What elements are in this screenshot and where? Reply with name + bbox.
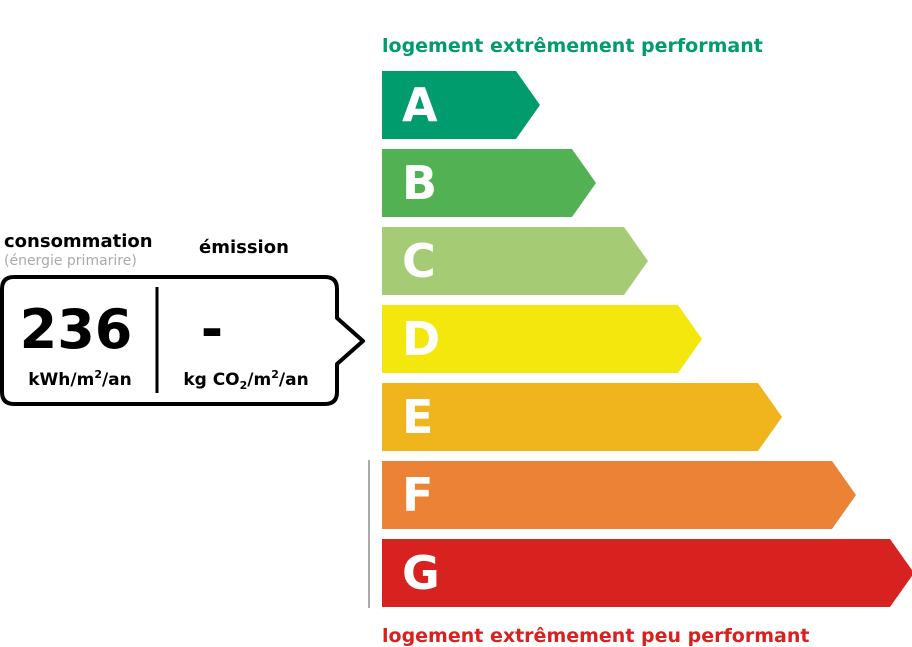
- class-letter-e: E: [402, 390, 433, 444]
- class-bar-c: [382, 227, 648, 295]
- class-letter-b: B: [402, 156, 437, 210]
- emission-unit: kg CO2/m2/an: [183, 368, 308, 392]
- consumption-sublabel: (énergie primarire): [4, 253, 137, 269]
- consumption-unit: kWh/m2/an: [28, 368, 132, 390]
- class-bar-g: [382, 539, 912, 607]
- class-letter-g: G: [402, 546, 440, 600]
- class-letter-c: C: [402, 234, 436, 288]
- class-letter-f: F: [402, 468, 433, 522]
- class-letter-a: A: [402, 78, 438, 132]
- consumption-label: consommation: [4, 231, 153, 252]
- class-bar-f: [382, 461, 856, 529]
- bottom-performance-label: logement extrêmement peu performant: [382, 625, 809, 647]
- consumption-value: 236: [20, 298, 133, 361]
- class-bar-e: [382, 383, 782, 451]
- class-letter-d: D: [402, 312, 440, 366]
- class-bar-b: [382, 149, 596, 217]
- class-bar-a: [382, 71, 540, 139]
- class-bar-d: [382, 305, 702, 373]
- emission-label: émission: [199, 237, 289, 258]
- emission-value: -: [201, 298, 223, 361]
- top-performance-label: logement extrêmement performant: [382, 35, 763, 57]
- value-box: [0, 275, 365, 406]
